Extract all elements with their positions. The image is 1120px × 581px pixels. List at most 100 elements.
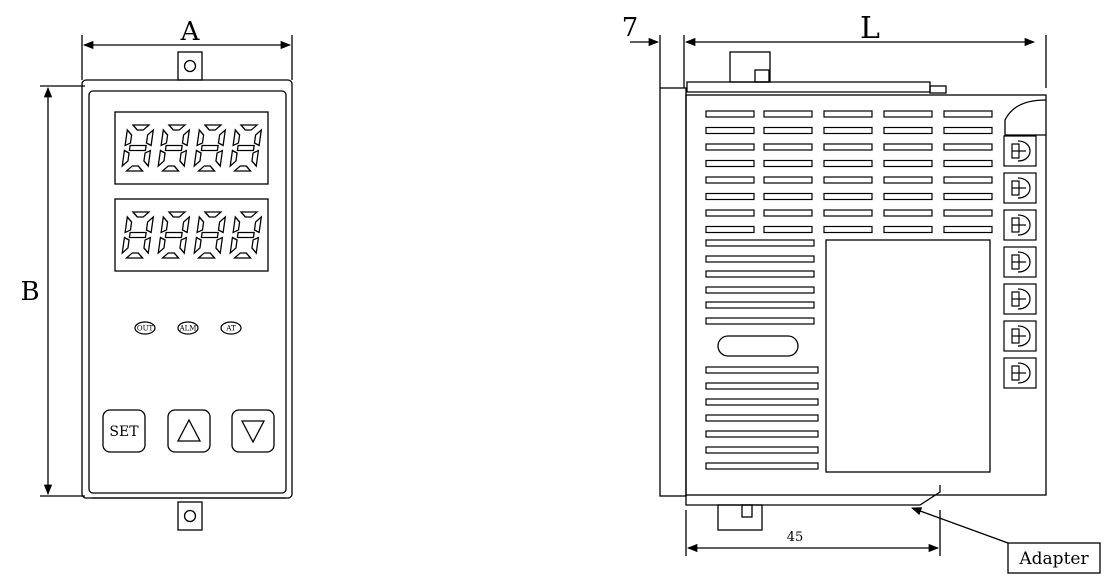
vent-slot xyxy=(883,126,933,135)
segment xyxy=(160,165,181,172)
display-window-top xyxy=(114,111,269,185)
vent-slot xyxy=(705,317,815,325)
terminal-block xyxy=(1003,246,1037,278)
vent-slot xyxy=(763,143,813,151)
vent-slot xyxy=(705,382,819,390)
segment xyxy=(251,236,260,255)
terminal-blocks xyxy=(1003,135,1037,389)
dimension-b xyxy=(40,85,85,497)
vent-slot xyxy=(705,398,819,406)
vent-slot xyxy=(823,209,873,217)
vent-slots xyxy=(705,110,993,470)
segment xyxy=(181,215,191,234)
adapter-leader xyxy=(911,507,1009,544)
vent-slot xyxy=(883,143,933,151)
up-button[interactable] xyxy=(167,409,211,453)
vent-slot xyxy=(705,462,819,470)
mounting-tab-top xyxy=(177,51,203,81)
segment xyxy=(232,165,253,172)
terminal-block xyxy=(1003,209,1037,241)
segment xyxy=(124,215,133,234)
segment xyxy=(200,231,219,239)
vent-slot xyxy=(823,110,873,118)
vent-slot xyxy=(943,143,993,151)
segment xyxy=(160,252,181,259)
vent-slot xyxy=(823,192,873,201)
adapter-outline xyxy=(685,485,941,506)
indicator-alm-label: ALM xyxy=(179,325,197,333)
vent-slot xyxy=(705,225,755,234)
vent-slot xyxy=(883,225,933,234)
vent-slot xyxy=(705,126,755,135)
segment xyxy=(232,215,241,234)
bezel xyxy=(659,87,687,497)
vent-slot xyxy=(943,110,993,118)
vent-slot xyxy=(705,446,819,454)
indicator-at-label: AT xyxy=(225,325,236,333)
vent-slot xyxy=(763,159,813,168)
terminal-block xyxy=(1003,283,1037,315)
vent-slot xyxy=(705,301,815,309)
seven-segment-digits xyxy=(121,124,263,259)
indicator-alm: ALM xyxy=(177,321,199,335)
segment xyxy=(131,124,151,131)
segment xyxy=(143,236,152,255)
display-top-value: 8888 xyxy=(191,154,194,156)
vent-slot xyxy=(763,225,813,234)
segment xyxy=(236,231,255,239)
vent-slot xyxy=(705,209,755,217)
segment xyxy=(200,144,219,152)
segment xyxy=(179,149,188,168)
dimension-7 xyxy=(630,35,685,88)
digit-bottom-0 xyxy=(121,211,155,259)
triangle-down-icon xyxy=(240,420,266,444)
vent-slot xyxy=(943,126,993,135)
dimension-a-label: A xyxy=(180,17,201,47)
display-window-bottom xyxy=(114,198,269,272)
segment xyxy=(193,149,202,168)
segment xyxy=(203,124,223,131)
front-panel xyxy=(88,90,287,494)
set-button-label: SET xyxy=(109,424,139,440)
vent-slot xyxy=(705,176,755,184)
vent-slot xyxy=(823,126,873,135)
segment xyxy=(124,165,145,172)
vent-slot xyxy=(943,225,993,234)
vent-slot xyxy=(883,192,933,201)
indicator-out: OUT xyxy=(134,321,156,335)
vent-slot xyxy=(823,159,873,168)
indicator-at: AT xyxy=(220,321,242,335)
segment xyxy=(203,211,223,218)
vent-slot xyxy=(705,110,755,118)
segment xyxy=(217,215,227,234)
segment xyxy=(196,165,217,172)
vent-slot xyxy=(763,110,813,118)
vent-slot xyxy=(705,366,819,374)
segment xyxy=(124,128,133,147)
digit-top-3 xyxy=(229,124,263,172)
triangle-up-icon xyxy=(176,418,202,442)
segment xyxy=(196,215,205,234)
digit-top-1 xyxy=(157,124,191,172)
segment xyxy=(253,215,263,234)
segment xyxy=(239,124,259,131)
segment xyxy=(217,128,227,147)
terminal-block xyxy=(1003,172,1037,204)
vent-slot xyxy=(823,225,873,234)
vent-slot xyxy=(883,110,933,118)
vent-slot xyxy=(705,270,815,278)
set-button[interactable]: SET xyxy=(102,409,146,453)
down-button[interactable] xyxy=(231,409,275,453)
vent-slot xyxy=(763,126,813,135)
digit-bottom-3 xyxy=(229,211,263,259)
digit-top-2 xyxy=(193,124,227,172)
vent-slot xyxy=(943,209,993,217)
dimension-a xyxy=(81,35,293,80)
nameplate-area xyxy=(825,239,991,473)
segment xyxy=(157,236,166,255)
segment xyxy=(239,211,259,218)
front-view: A B xyxy=(20,17,293,531)
terminal-block xyxy=(1003,320,1037,352)
segment xyxy=(181,128,191,147)
segment xyxy=(145,128,155,147)
